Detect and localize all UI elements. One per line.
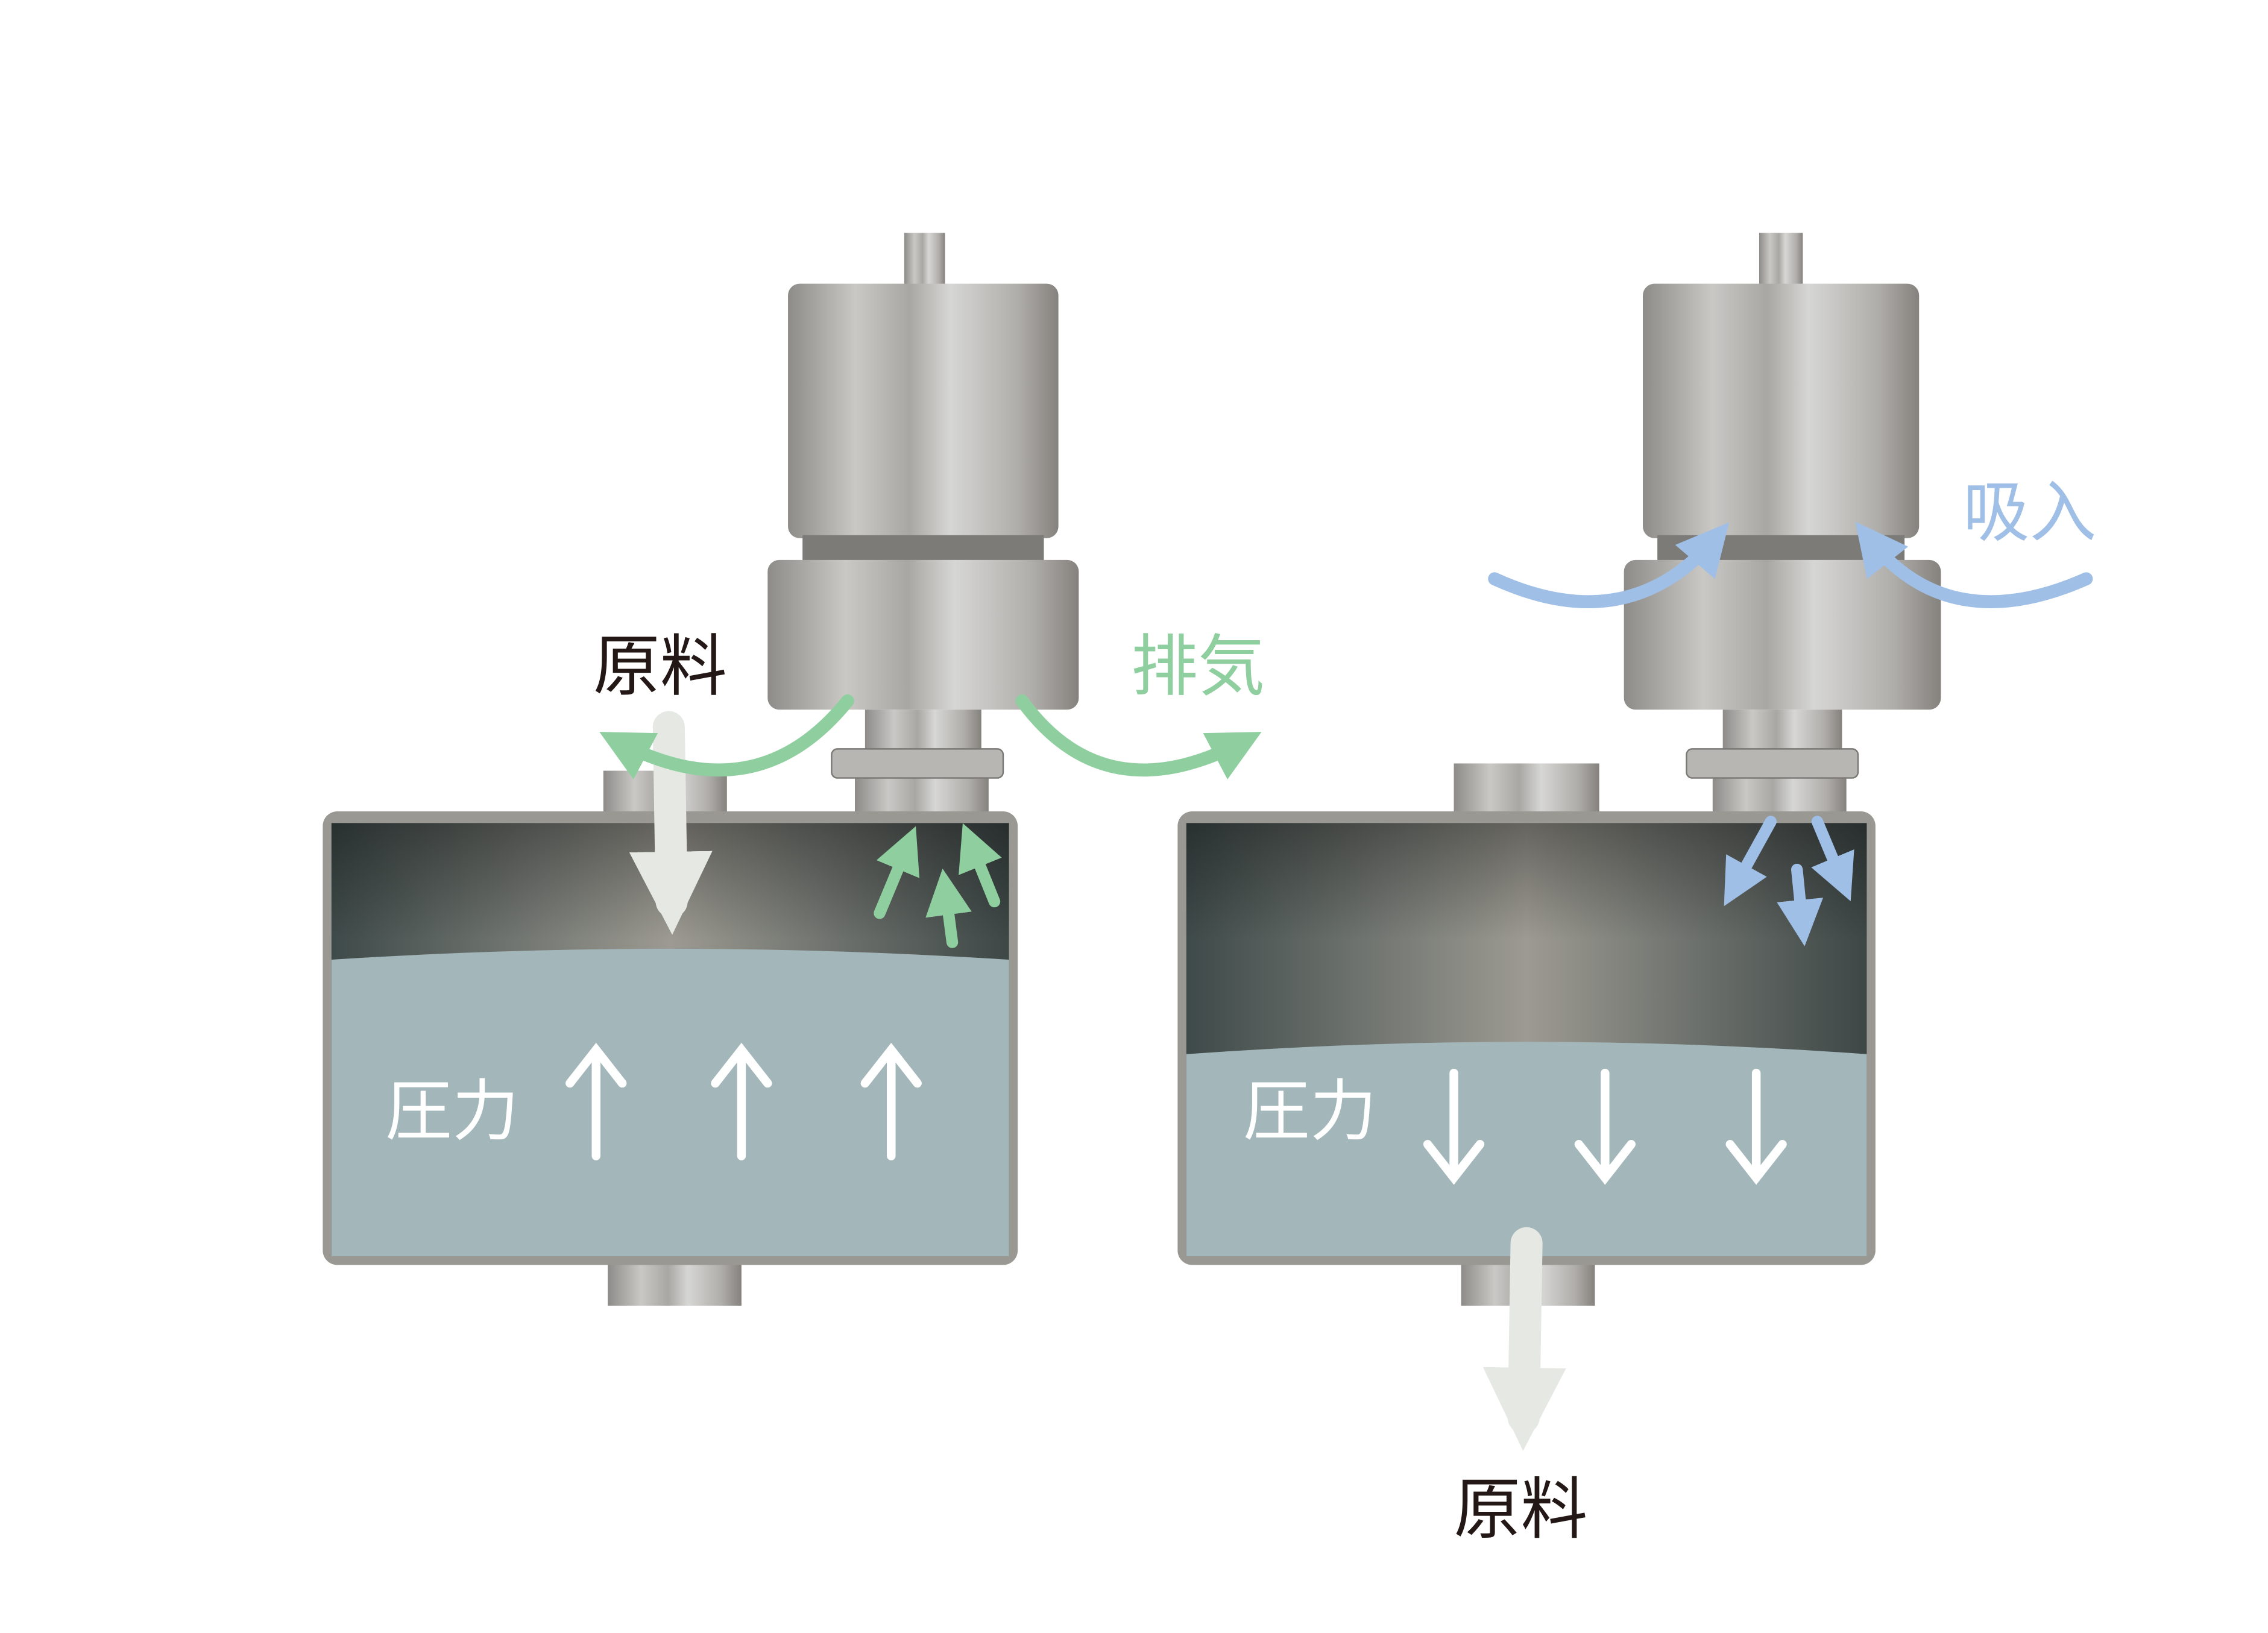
left-material-label: 原料 [593,628,727,705]
right-clamp [1686,748,1859,779]
left-valve-lower-body [767,559,1079,710]
arrow-up-icon [565,1042,627,1160]
intake-fall-arrow [1811,816,1854,902]
right-valve-upper-body [1643,283,1920,538]
arrow-down-icon [1725,1068,1787,1185]
intake-arrow-right [1855,521,2093,609]
right-material-out-arrow [1482,1227,1566,1451]
exhaust-rise-arrow [874,826,920,919]
arrow-up-icon [860,1042,922,1160]
right-tank [1177,763,1876,1306]
right-pressure-down-arrows [1423,1068,1787,1185]
arrow-up-icon [711,1042,772,1160]
left-outlet-nozzle [608,1262,742,1306]
exhaust-rise-arrow [959,823,1002,908]
intake-fall-arrow [1724,816,1777,907]
intake-fall-arrow [1777,863,1824,946]
right-inlet-nozzle [1454,763,1599,816]
left-vacuum-valve [767,233,1079,779]
intake-arrow-left [1488,522,1730,609]
arrow-down-icon [1423,1068,1485,1185]
right-liquid [1186,1042,1867,1256]
left-tank [323,770,1018,1306]
intake-label: 吸入 [1963,474,2097,552]
left-clamp [831,748,1004,779]
right-pressure-label: 圧力 [1243,1072,1377,1150]
right-material-label: 原料 [1454,1471,1588,1549]
left-exhaust-arrow-left [599,694,854,779]
right-valve-stem [1759,233,1803,286]
left-pressure-up-arrows [565,1042,922,1160]
left-valve-stem [904,233,945,286]
left-liquid [331,948,1009,1256]
right-vacuum-valve [1624,233,1941,779]
left-material-in-arrow [629,711,713,935]
left-exhaust-arrow-right [1015,694,1262,779]
exhaust-label: 排気 [1131,628,1265,705]
right-valve-lower-body [1624,559,1941,710]
arrow-down-icon [1574,1068,1636,1185]
left-valve-upper-body [788,283,1059,538]
exhaust-rise-arrow [925,868,972,948]
left-pressure-label: 圧力 [385,1072,519,1150]
